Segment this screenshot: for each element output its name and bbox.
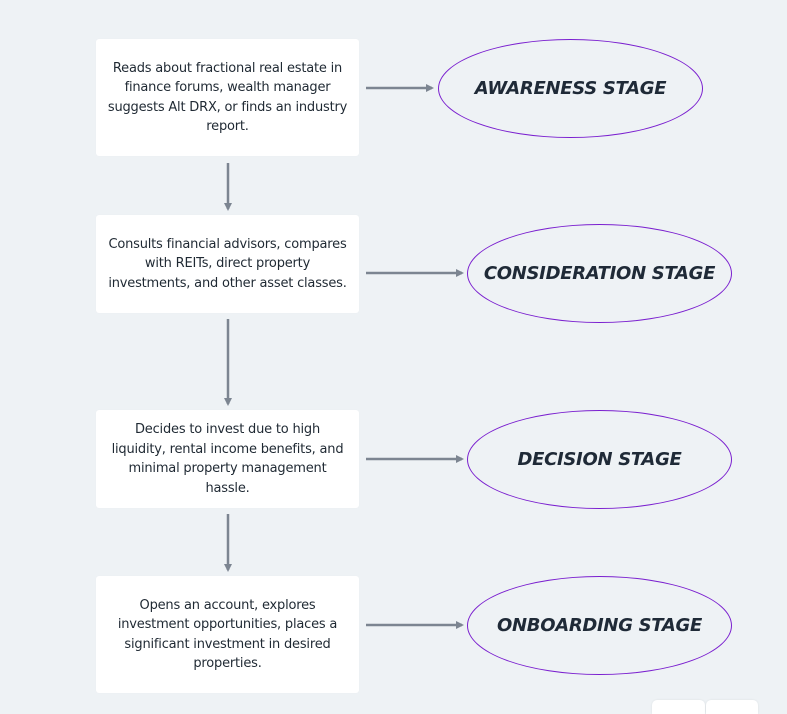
footer-tab-left[interactable]	[652, 700, 705, 714]
footer-tab-right[interactable]	[706, 700, 758, 714]
step-description-consideration: Consults financial advisors, compares wi…	[108, 236, 347, 291]
stage-label-consideration: CONSIDERATION STAGE	[483, 263, 716, 284]
step-card-decision: Decides to invest due to high liquidity,…	[96, 410, 359, 508]
stage-ellipse-decision: DECISION STAGE	[467, 410, 732, 509]
step-description-onboarding: Opens an account, explores investment op…	[117, 597, 338, 672]
step-description-awareness: Reads about fractional real estate in fi…	[107, 60, 348, 135]
step-card-onboarding: Opens an account, explores investment op…	[96, 576, 359, 693]
stage-label-onboarding: ONBOARDING STAGE	[497, 615, 702, 636]
step-card-consideration: Consults financial advisors, compares wi…	[96, 215, 359, 313]
stage-label-awareness: AWARENESS STAGE	[474, 78, 667, 99]
step-card-awareness: Reads about fractional real estate in fi…	[96, 39, 359, 156]
stage-ellipse-consideration: CONSIDERATION STAGE	[467, 224, 732, 323]
stage-label-decision: DECISION STAGE	[517, 449, 682, 470]
stage-ellipse-onboarding: ONBOARDING STAGE	[467, 576, 732, 675]
stage-ellipse-awareness: AWARENESS STAGE	[438, 39, 703, 138]
step-description-decision: Decides to invest due to high liquidity,…	[111, 422, 344, 496]
